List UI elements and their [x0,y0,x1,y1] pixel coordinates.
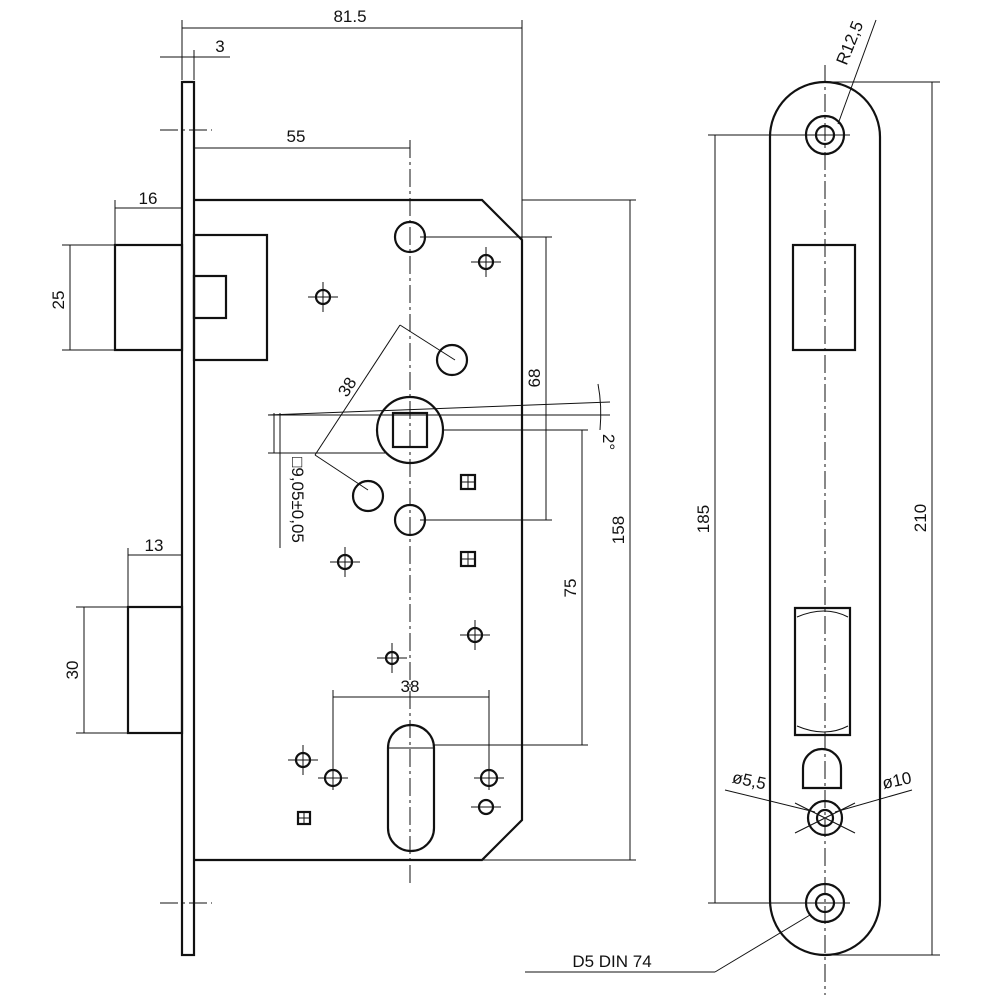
dim-68: 68 [525,369,544,388]
dim-55: 55 [287,127,306,146]
small-holes [288,247,504,816]
left-view-dimension-texts: 81.5 3 55 16 25 13 30 38 68 158 75 38 □9… [49,7,628,696]
dim-hole-10: ø10 [881,768,914,793]
latch-bolt [113,243,184,352]
latch-guide [192,233,269,362]
lock-case [194,198,524,862]
dim-210: 210 [911,504,930,532]
right-view-dimension-texts: R12,5 185 210 ø5,5 ø10 D5 DIN 74 [572,18,930,971]
dim-30: 30 [63,661,82,680]
dim-r12-5: R12,5 [833,18,868,67]
mortise-lock-side-view [113,80,524,957]
dim-38-cylinder: 38 [401,677,420,696]
dim-13: 13 [145,536,164,555]
latch-inner [192,274,228,320]
dim-16: 16 [139,189,158,208]
cylinder-keyhole [386,723,436,853]
middle-screw-hole-outer [806,799,844,837]
dead-bolt [126,605,184,735]
hole-upper-right [435,343,469,377]
dim-158: 158 [609,516,628,544]
faceplate-strip [180,80,196,957]
right-view-dimension-lines [525,19,940,973]
dim-75: 75 [561,579,580,598]
dim-3: 3 [215,37,224,56]
dim-square-9-05: □9,05±0,05 [288,457,307,543]
bolt-opening [793,606,852,737]
dim-185: 185 [694,505,713,533]
dim-hole-5-5: ø5,5 [731,768,768,794]
tongue-opening [801,747,843,790]
latch-opening [791,243,857,352]
dim-81-5: 81.5 [333,7,366,26]
square-marks [296,473,477,826]
faceplate-front-view [768,65,882,995]
middle-screw-hole-inner [815,808,835,828]
screw-spec-label: D5 DIN 74 [572,952,651,971]
hole-lower-left [351,479,385,513]
dim-38-diagonal: 38 [334,374,360,400]
dim-angle-2: 2° [599,434,618,450]
left-view-dimension-lines [62,20,636,861]
dim-25: 25 [49,291,68,310]
